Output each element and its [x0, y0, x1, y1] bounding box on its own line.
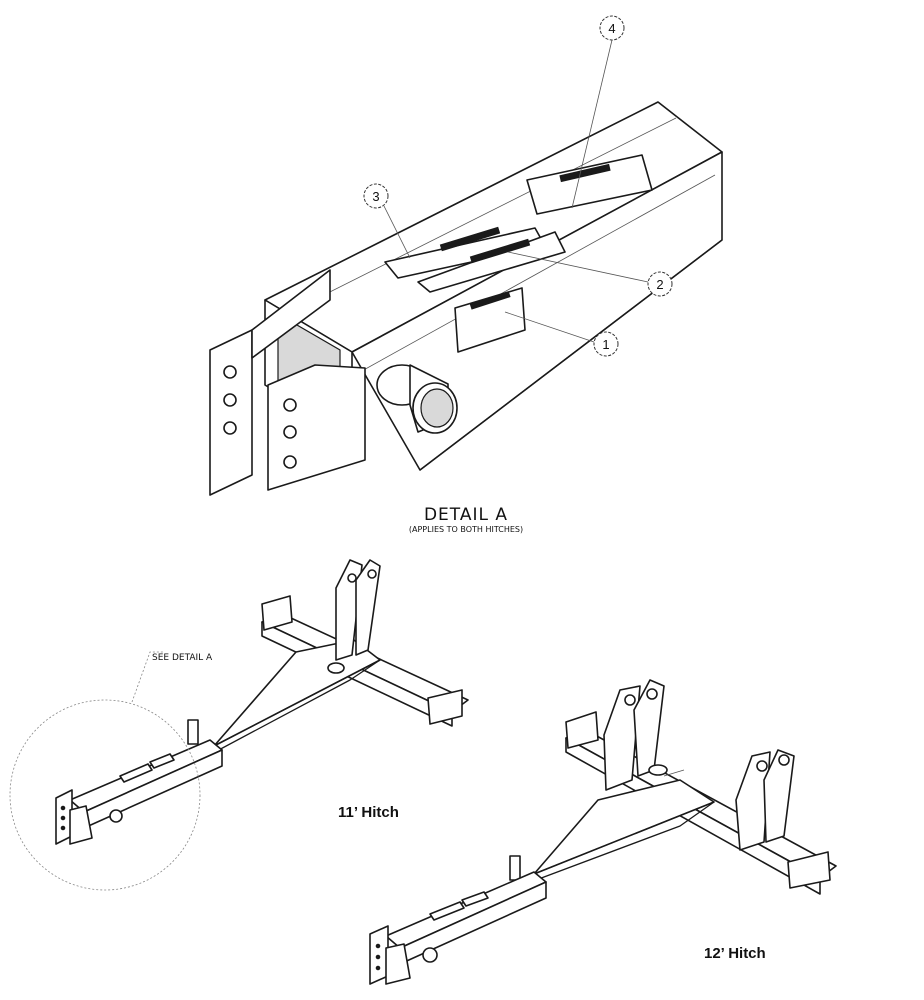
hitch-12-label: 12’ Hitch: [704, 945, 766, 962]
leader-2: [507, 251, 649, 283]
callout-1: [593, 331, 619, 357]
hitch-11-drawing: [55, 559, 469, 845]
callout-3: [363, 183, 389, 209]
hitch-12-drawing: [369, 679, 837, 985]
leader-3: [383, 205, 411, 259]
callout-4-label: 4: [608, 21, 615, 36]
callout-1-label: 1: [602, 337, 609, 352]
decal-4: [526, 154, 653, 215]
detail-reference-circle: [9, 699, 201, 891]
callout-3-label: 3: [372, 189, 379, 204]
callout-2: [647, 271, 673, 297]
leader-1: [504, 311, 595, 343]
hitch-11-label: 11’ Hitch: [338, 804, 399, 821]
detail-leader: [131, 651, 164, 703]
see-detail-label: SEE DETAIL A: [152, 653, 213, 663]
callout-2-label: 2: [656, 277, 663, 292]
detail-title: DETAIL A: [424, 505, 508, 525]
callout-4: [599, 15, 625, 41]
detail-a-drawing: [209, 101, 723, 496]
leader-4: [571, 39, 613, 209]
detail-subtitle: (APPLIES TO BOTH HITCHES): [409, 525, 523, 534]
detail-callouts: 4 3 2 1: [363, 15, 673, 357]
